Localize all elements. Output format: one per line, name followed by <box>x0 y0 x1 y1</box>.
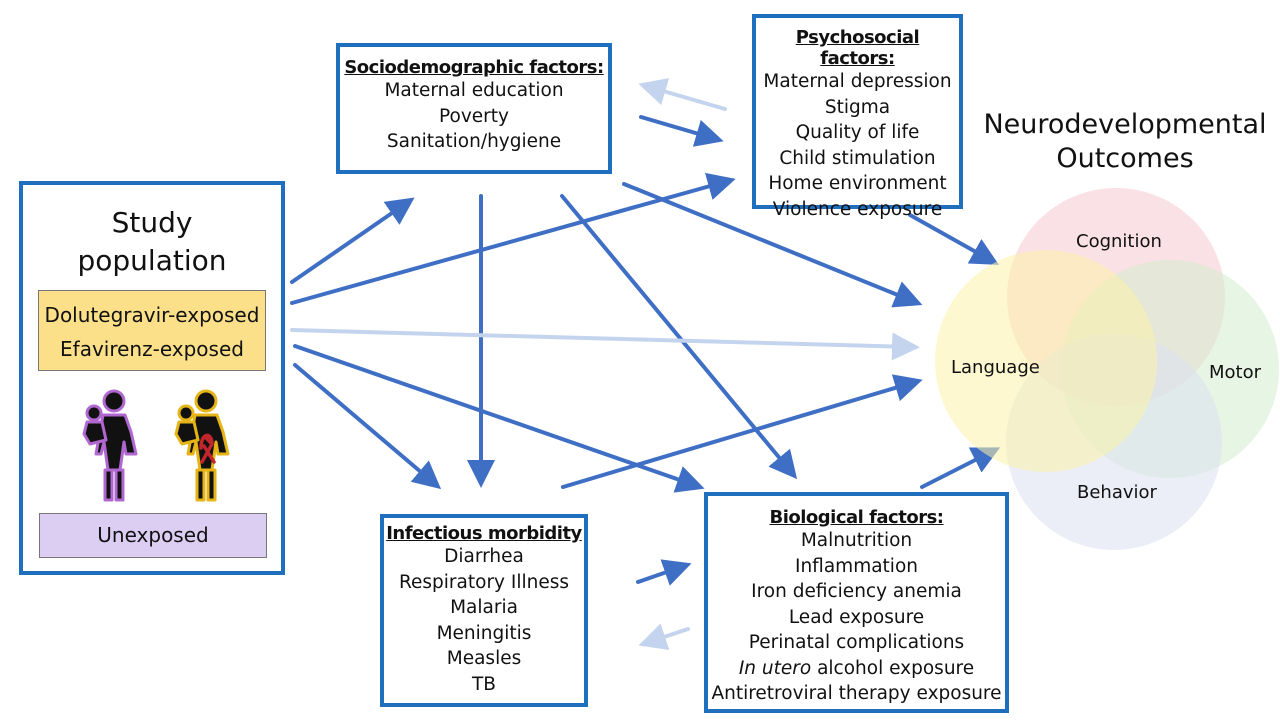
study-population-box <box>19 181 285 575</box>
psycho-item: Child stimulation <box>779 147 936 169</box>
unexposed-group-box: Unexposed <box>39 513 267 558</box>
infectious-item: Respiratory Illness <box>399 571 569 593</box>
in-utero-rest: alcohol exposure <box>811 657 975 679</box>
outcomes-venn <box>935 188 1279 550</box>
outcomes-title-line2: Outcomes <box>1056 143 1194 174</box>
psycho-item: Stigma <box>824 96 891 118</box>
bio-item-in-utero: In utero alcohol exposure <box>708 656 1005 682</box>
bio-item: Inflammation <box>795 555 918 577</box>
arrow-socio-to-bio <box>560 194 798 480</box>
hiv-ribbon-icon <box>199 433 216 464</box>
study-title-line2: population <box>77 244 227 277</box>
venn-label-cognition: Cognition <box>1076 231 1162 252</box>
arrow-bio-to-outcomes <box>920 447 1001 489</box>
in-utero-italic: In utero <box>738 657 812 679</box>
mother-child-purple-icon <box>82 389 138 502</box>
venn-label-motor: Motor <box>1209 362 1262 383</box>
infectious-item: TB <box>472 673 496 695</box>
arrow-study-to-infectious <box>293 363 442 490</box>
arrow-study-to-socio <box>290 197 415 284</box>
efavirenz-exposed-label: Efavirenz-exposed <box>60 337 244 361</box>
bio-item: Iron deficiency anemia <box>751 581 962 602</box>
arrow-study-to-outcomes-faded <box>290 328 920 361</box>
study-population-title: Study population <box>19 204 285 280</box>
arrow-psycho-to-socio-faded <box>638 78 727 111</box>
infectious-item: Meningitis <box>436 622 532 644</box>
bio-item: Antiretroviral therapy exposure <box>711 683 1002 704</box>
socio-item: Poverty <box>439 105 509 127</box>
arrow-study-to-bio <box>293 344 705 493</box>
unexposed-label: Unexposed <box>97 523 209 547</box>
biological-factors-box: Biological factors: Malnutrition Inflamm… <box>704 492 1009 713</box>
venn-language-circle <box>935 250 1157 472</box>
biological-title: Biological factors: <box>769 507 944 528</box>
bio-item: Lead exposure <box>788 606 925 628</box>
infectious-item: Measles <box>446 648 522 669</box>
venn-label-language: Language <box>951 357 1040 378</box>
infectious-morbidity-box: Infectious morbidity Diarrhea Respirator… <box>380 514 588 707</box>
dolutegravir-exposed-label: Dolutegravir-exposed <box>44 303 260 327</box>
psychosocial-title: Psychosocial factors: <box>795 27 920 69</box>
infectious-item: Diarrhea <box>444 546 524 567</box>
arrow-psycho-to-outcomes <box>908 213 999 265</box>
psycho-item: Violence exposure <box>772 198 943 220</box>
socio-item: Sanitation/hygiene <box>386 131 562 152</box>
study-title-line1: Study <box>111 206 193 239</box>
psycho-item: Home environment <box>768 173 947 194</box>
arrow-infectious-to-outcomes <box>561 374 923 489</box>
bio-item: Malnutrition <box>800 530 913 551</box>
arrow-socio-to-outcomes <box>622 182 923 308</box>
arrow-infectious-to-bio <box>636 559 692 586</box>
arrow-socio-to-psycho <box>639 115 724 147</box>
outcomes-title-line1: Neurodevelopmental <box>983 109 1267 140</box>
mother-child-hiv-ribbon-icon <box>174 389 230 502</box>
psycho-item: Quality of life <box>795 122 920 143</box>
infectious-title: Infectious morbidity <box>386 523 582 544</box>
outcomes-title: Neurodevelopmental Outcomes <box>970 108 1280 176</box>
arrow-study-to-psycho <box>290 172 736 305</box>
bio-item: Perinatal complications <box>748 632 965 653</box>
sociodemographic-title: Sociodemographic factors: <box>344 57 604 78</box>
arrow-bio-to-infectious-faded <box>638 623 690 650</box>
exposed-groups-box: Dolutegravir-exposed Efavirenz-exposed <box>38 290 266 371</box>
socio-item: Maternal education <box>384 80 564 101</box>
infectious-item: Malaria <box>450 597 518 618</box>
psychosocial-box: Psychosocial factors: Maternal depressio… <box>752 14 963 220</box>
venn-label-behavior: Behavior <box>1077 482 1157 503</box>
sociodemographic-box: Sociodemographic factors: Maternal educa… <box>336 43 612 174</box>
psycho-item: Maternal depression <box>763 71 952 92</box>
